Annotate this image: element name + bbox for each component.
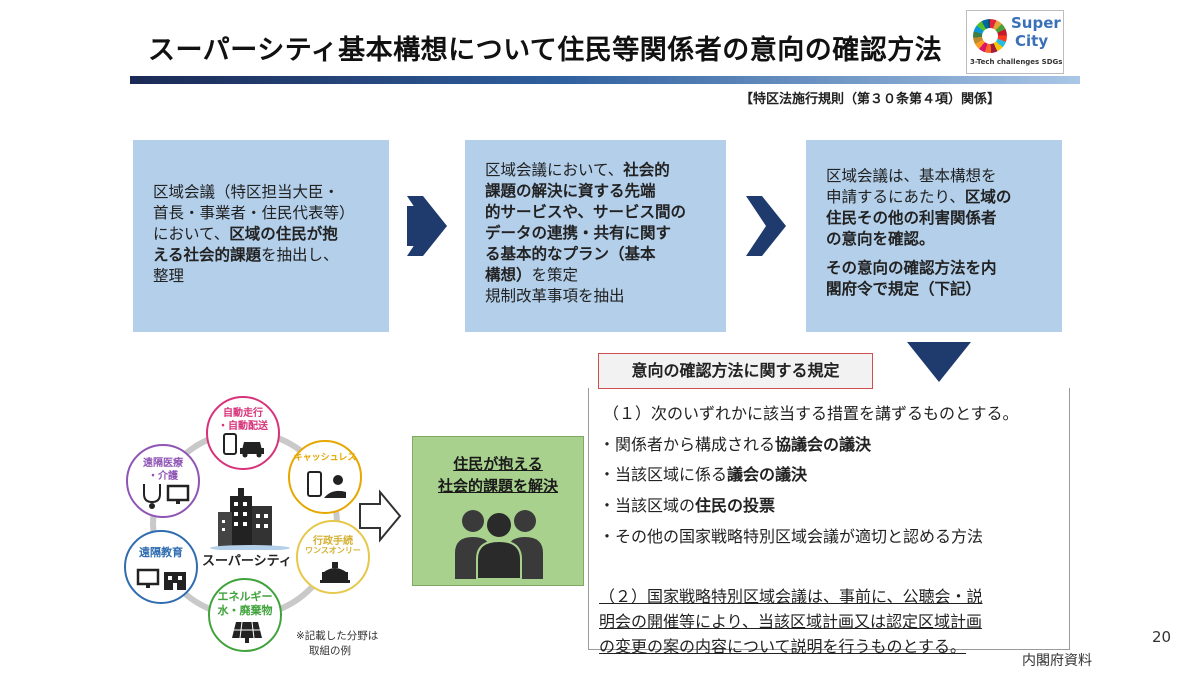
node-label: 遠隔教育 bbox=[139, 546, 183, 559]
step1-line: える社会的課題を抽出し、 bbox=[153, 245, 369, 266]
step1-line: 整理 bbox=[153, 267, 185, 285]
rules-text: ・当該区域の bbox=[599, 496, 696, 515]
step1-line: において、区域の住民が抱 bbox=[153, 224, 369, 245]
step-box-2: 区域会議において、社会的 課題の解決に資する先端 的サービスや、サービス間の デ… bbox=[465, 140, 726, 332]
monitor-school-icon bbox=[136, 568, 186, 590]
step2-bold-text: 社会的 bbox=[623, 161, 670, 179]
node-label: 遠隔医療 bbox=[143, 458, 183, 469]
rules-para2-line: の変更の案の内容について説明を行うものとする。 bbox=[599, 637, 967, 656]
people-group-icon bbox=[455, 510, 543, 579]
logo-text-super: Super bbox=[1011, 14, 1061, 32]
center-label: スーパーシティ bbox=[202, 554, 292, 569]
step2-text: を策定 bbox=[531, 266, 579, 284]
step3-line: その意向の確認方法を内 bbox=[826, 259, 997, 277]
step1-bold-text: える社会的課題 bbox=[153, 246, 262, 264]
page-title: スーパーシティ基本構想について住民等関係者の意向の確認方法 bbox=[148, 35, 943, 66]
node-autonomous-driving: 自動走行 ・自動配送 bbox=[206, 396, 280, 470]
step1-text: を抽出し、 bbox=[261, 246, 339, 264]
chevron-right-icon bbox=[407, 196, 447, 256]
node-label: キャッシュレス bbox=[293, 453, 357, 463]
logo-text-city: City bbox=[1015, 32, 1049, 50]
node-label: ワンスオンリー bbox=[305, 546, 361, 555]
rules-box: （１）次のいずれかに該当する措置を講ずるものとする。 ・関係者から構成される協議… bbox=[588, 388, 1070, 656]
rules-item-4: ・その他の国家戦略特別区域会議が適切と認める方法 bbox=[599, 527, 984, 546]
rules-item-1: ・関係者から構成される協議会の議決 bbox=[599, 431, 871, 455]
rules-item-3: ・当該区域の住民の投票 bbox=[599, 492, 775, 516]
diagram-note: 取組の例 bbox=[309, 645, 351, 657]
rule-reference: 【特区法施行規則（第３０条第４項）関係】 bbox=[740, 92, 1001, 107]
step2-line: 構想）を策定 bbox=[485, 265, 706, 286]
arrow-down-icon bbox=[907, 342, 971, 382]
step2-line: 的サービスや、サービス間の bbox=[485, 203, 687, 221]
node-label: エネルギー bbox=[217, 590, 273, 603]
step3-line: 区域会議は、基本構想を bbox=[826, 167, 997, 185]
resolve-title-line: 住民が抱える bbox=[453, 455, 543, 473]
step3-line: 閣府令で規定（下記） bbox=[826, 280, 982, 298]
rules-header-tab: 意向の確認方法に関する規定 bbox=[598, 353, 873, 389]
step2-line: 区域会議において、社会的 bbox=[485, 160, 706, 181]
node-remote-education: 遠隔教育 bbox=[124, 530, 198, 604]
stethoscope-monitor-icon bbox=[143, 484, 190, 509]
step3-line: 住民その他の利害関係者 bbox=[826, 209, 997, 227]
step2-line: 課題の解決に資する先端 bbox=[485, 182, 656, 200]
chevron-right-icon bbox=[746, 196, 786, 256]
step-box-1: 区域会議（特区担当大臣・ 首長・事業者・住民代表等） において、区域の住民が抱 … bbox=[133, 140, 389, 332]
step2-line: る基本的なプラン（基本 bbox=[485, 245, 656, 263]
node-energy: エネルギー 水・廃棄物 bbox=[208, 578, 282, 652]
resolve-issues-box: 住民が抱える 社会的課題を解決 bbox=[412, 436, 584, 586]
step1-text: において、 bbox=[153, 225, 230, 243]
step2-line: 規制改革事項を抽出 bbox=[485, 287, 625, 305]
hollow-arrow-right-icon bbox=[359, 489, 402, 543]
rules-bold-text: 議会の議決 bbox=[727, 465, 808, 484]
government-building-icon bbox=[320, 562, 350, 583]
step2-bold-text: 構想） bbox=[485, 266, 532, 284]
node-admin-procedures: 行政手続 ワンスオンリー bbox=[296, 520, 370, 594]
node-label: ・介護 bbox=[148, 471, 178, 482]
step1-line: 首長・事業者・住民代表等） bbox=[153, 204, 355, 222]
rules-bold-text: 協議会の議決 bbox=[775, 435, 872, 454]
node-label: 水・廃棄物 bbox=[217, 604, 273, 617]
page-number: 20 bbox=[1152, 628, 1172, 646]
rules-para2-line: （２）国家戦略特別区域会議は、事前に、公聴会・説 bbox=[599, 587, 983, 606]
rules-bold-text: 住民の投票 bbox=[695, 496, 776, 515]
rules-text: ・関係者から構成される bbox=[599, 435, 776, 454]
node-label: ・自動配送 bbox=[218, 421, 268, 432]
node-label: 自動走行 bbox=[223, 408, 263, 419]
title-underline-bar bbox=[130, 76, 1080, 84]
phone-car-icon bbox=[223, 433, 264, 458]
sdgs-wheel-icon bbox=[973, 19, 1007, 53]
diagram-note: ※記載した分野は bbox=[296, 630, 379, 642]
logo-tagline: 3-Tech challenges SDGs bbox=[970, 58, 1063, 66]
step2-text: 区域会議において、 bbox=[485, 161, 624, 179]
rules-para2-line: 明会の開催等により、当該区域計画又は認定区域計画 bbox=[599, 612, 983, 631]
step3-bold-text: 区域の bbox=[964, 188, 1012, 206]
step1-line: 区域会議（特区担当大臣・ bbox=[153, 183, 340, 201]
step3-line: の意向を確認。 bbox=[826, 230, 935, 248]
step2-line: データの連携・共有に関す bbox=[485, 224, 672, 242]
resolve-title-line: 社会的課題を解決 bbox=[437, 477, 558, 495]
node-cashless: キャッシュレス bbox=[288, 440, 362, 514]
step3-text: 申請するにあたり、 bbox=[826, 188, 965, 206]
step1-bold-text: 区域の住民が抱 bbox=[229, 225, 338, 243]
super-city-logo: Super City 3-Tech challenges SDGs bbox=[966, 10, 1064, 74]
step3-line: 申請するにあたり、区域の bbox=[826, 187, 1042, 208]
source-credit: 内閣府資料 bbox=[1022, 653, 1092, 669]
node-remote-medical: 遠隔医療 ・介護 bbox=[126, 444, 200, 518]
city-buildings-icon bbox=[210, 488, 290, 550]
rules-item-2: ・当該区域に係る議会の議決 bbox=[599, 461, 807, 485]
rules-text: ・当該区域に係る bbox=[599, 465, 728, 484]
rules-intro: （１）次のいずれかに該当する措置を講ずるものとする。 bbox=[603, 404, 1019, 423]
phone-payment-icon bbox=[307, 471, 346, 498]
step-box-3: 区域会議は、基本構想を 申請するにあたり、区域の 住民その他の利害関係者 の意向… bbox=[806, 140, 1062, 332]
node-label: 行政手続 bbox=[313, 536, 353, 547]
solar-panel-icon bbox=[232, 621, 262, 643]
